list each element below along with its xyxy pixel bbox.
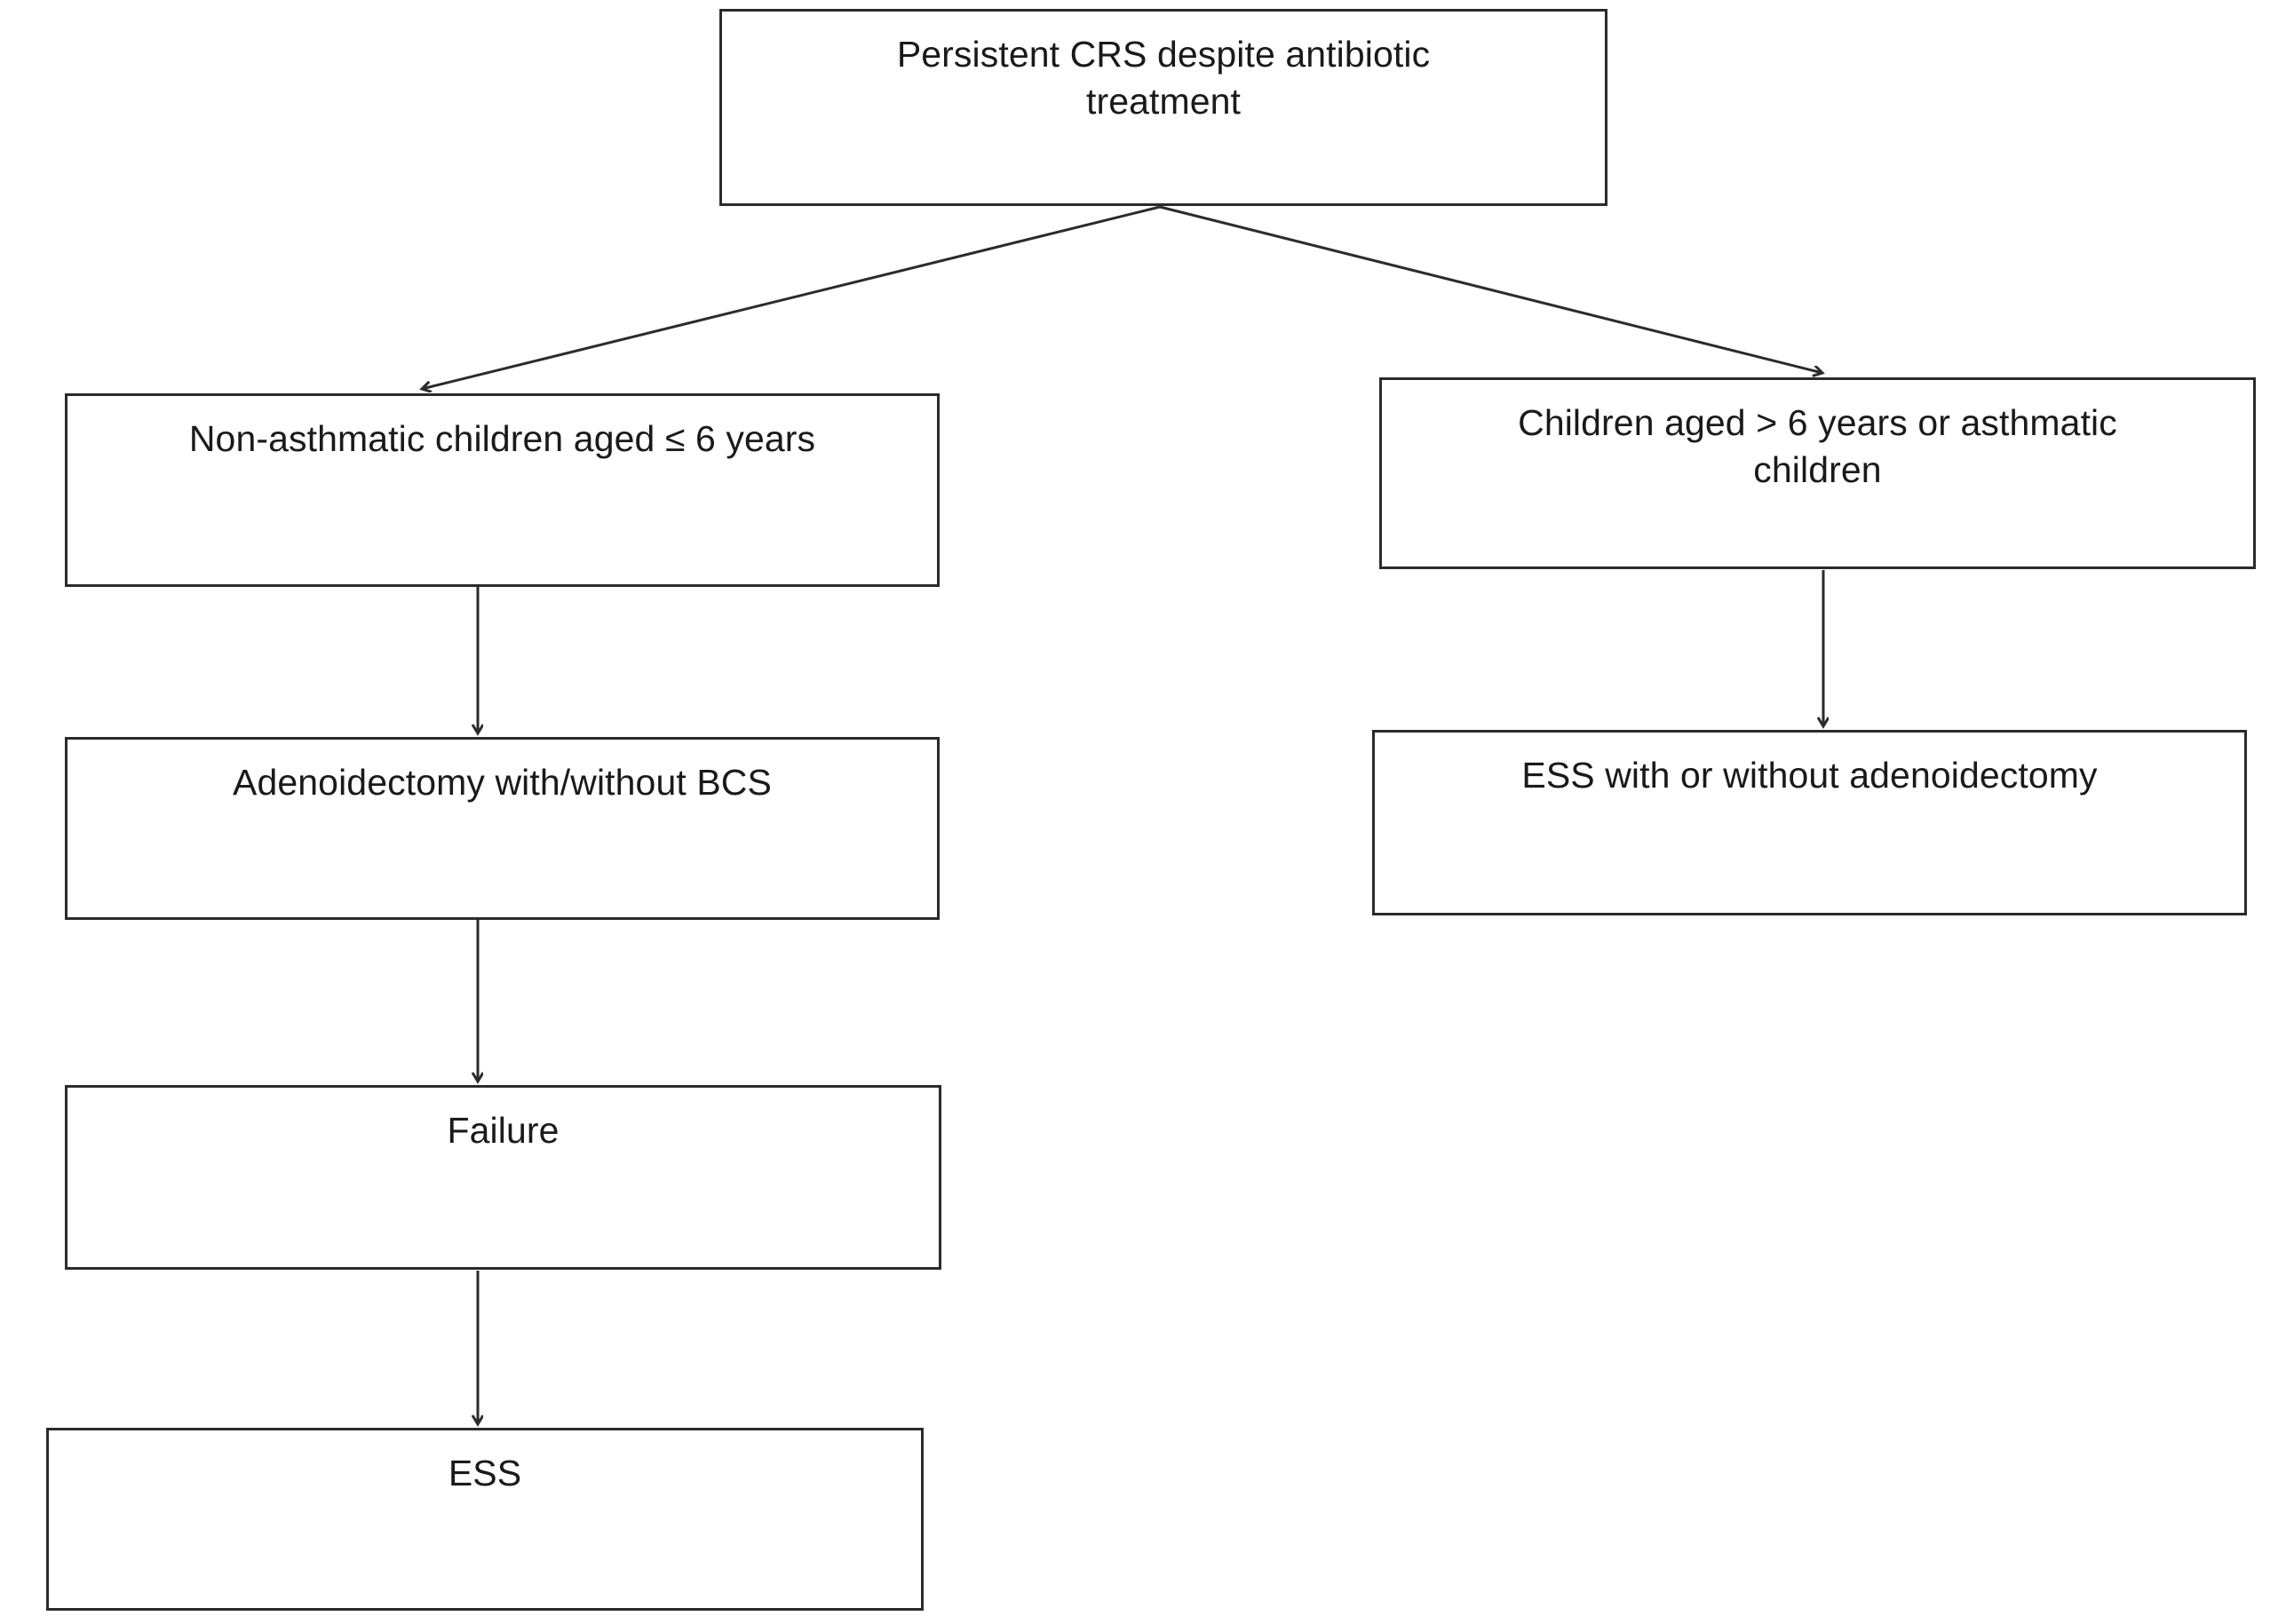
- node-failure-label: Failure: [447, 1110, 560, 1151]
- node-persistent-crs[interactable]: Persistent CRS despite antibiotic treatm…: [719, 9, 1607, 206]
- arrow-root-to-right-branch: [1159, 205, 1822, 373]
- node-non-asthmatic-children-label: Non-asthmatic children aged ≤ 6 years: [188, 418, 816, 459]
- arrow-root-to-left-branch: [422, 205, 1161, 389]
- node-ess-with-adenoidectomy-label: ESS with or without adenoidectomy: [1521, 755, 2098, 796]
- node-ess-with-adenoidectomy[interactable]: ESS with or without adenoidectomy: [1372, 730, 2247, 915]
- node-adenoidectomy-bcs-label: Adenoidectomy with/without BCS: [233, 762, 772, 803]
- node-older-or-asthmatic-children-label: Children aged > 6 years or asthmatic chi…: [1518, 402, 2117, 491]
- node-older-or-asthmatic-children[interactable]: Children aged > 6 years or asthmatic chi…: [1379, 377, 2256, 569]
- node-adenoidectomy-bcs[interactable]: Adenoidectomy with/without BCS: [65, 737, 940, 920]
- node-failure[interactable]: Failure: [65, 1085, 941, 1270]
- node-persistent-crs-label: Persistent CRS despite antibiotic treatm…: [896, 34, 1431, 123]
- node-ess[interactable]: ESS: [46, 1428, 924, 1611]
- node-ess-label: ESS: [448, 1453, 522, 1493]
- node-non-asthmatic-children[interactable]: Non-asthmatic children aged ≤ 6 years: [65, 393, 940, 587]
